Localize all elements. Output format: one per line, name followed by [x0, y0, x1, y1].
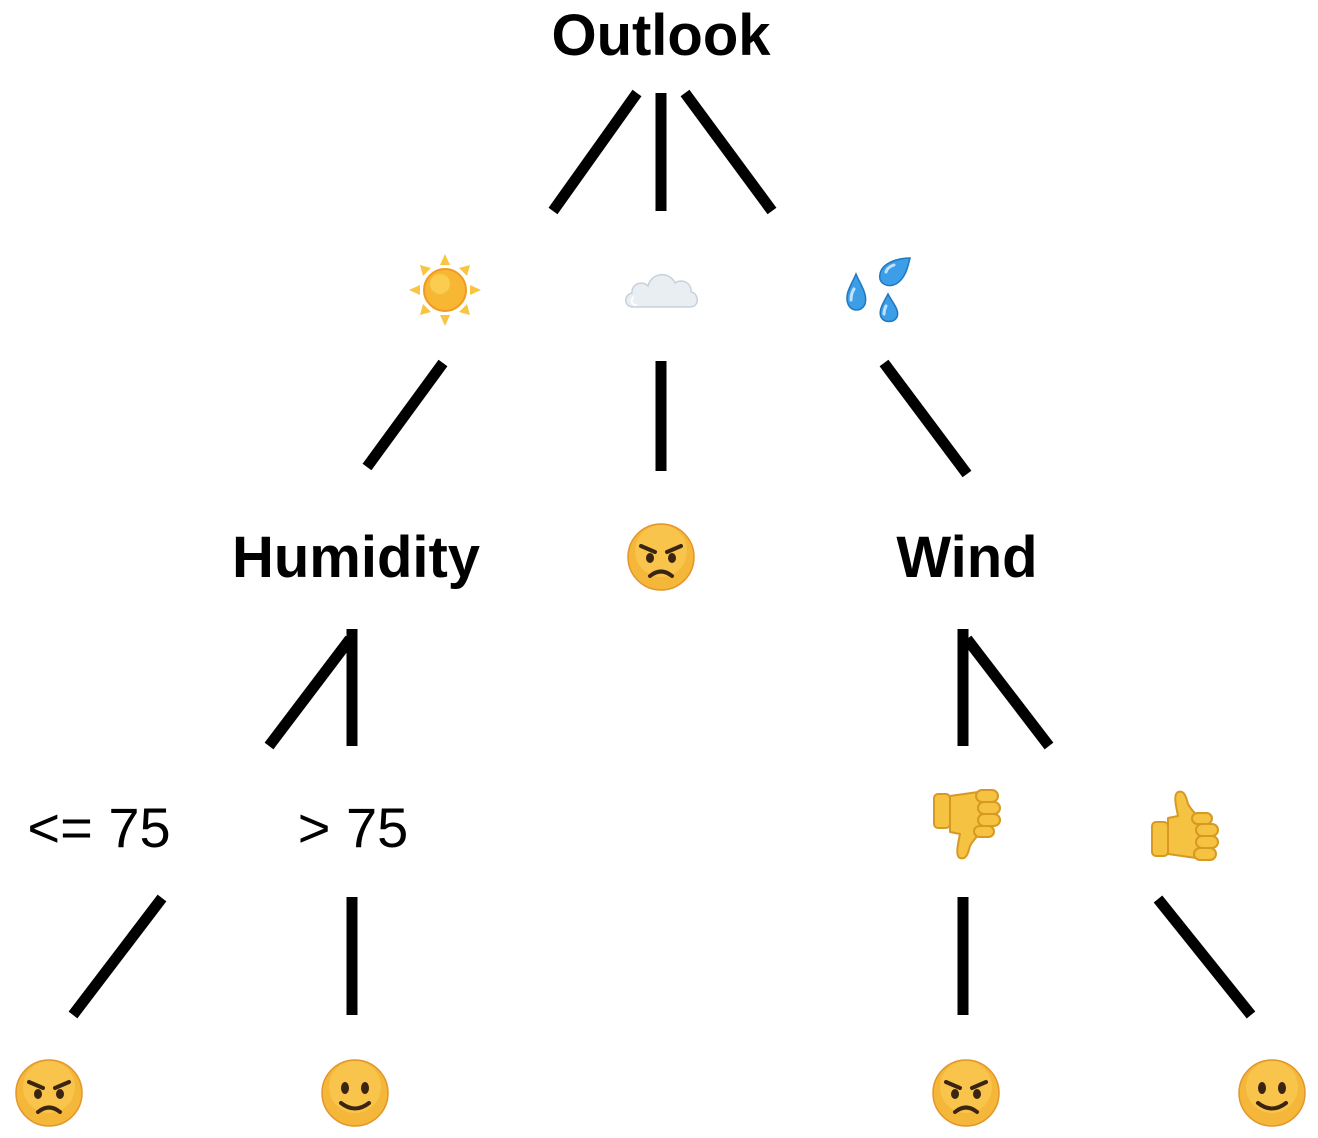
edge-strong-outcome: [1153, 895, 1256, 1019]
humidity-branch-high-label: > 75: [297, 796, 409, 859]
edge-humidity-low: [264, 635, 355, 750]
wind-node-label: Wind: [896, 525, 1038, 590]
rain-drops-icon: [842, 256, 916, 326]
humidity-branch-low-label: <= 75: [27, 796, 171, 859]
edge-sunny-humidity: [362, 359, 448, 471]
angry-face-icon: [626, 522, 696, 592]
angry-face-icon: [931, 1058, 1001, 1128]
thumbs-down-icon: [930, 788, 1002, 862]
cloud-icon: [621, 261, 701, 317]
edge-low-outcome: [68, 894, 167, 1019]
humidity-node-label: Humidity: [231, 525, 481, 590]
angry-face-icon: [14, 1058, 84, 1128]
edge-rain-wind: [879, 359, 972, 478]
smiling-face-icon: [1237, 1058, 1307, 1128]
edge-outlook-sunny: [548, 89, 642, 215]
smiling-face-icon: [320, 1058, 390, 1128]
root-node-label: Outlook: [551, 3, 771, 68]
edge-outlook-rain: [680, 89, 777, 215]
sun-icon: [407, 252, 483, 328]
thumbs-up-icon: [1148, 788, 1220, 862]
edge-wind-strong: [962, 635, 1054, 750]
